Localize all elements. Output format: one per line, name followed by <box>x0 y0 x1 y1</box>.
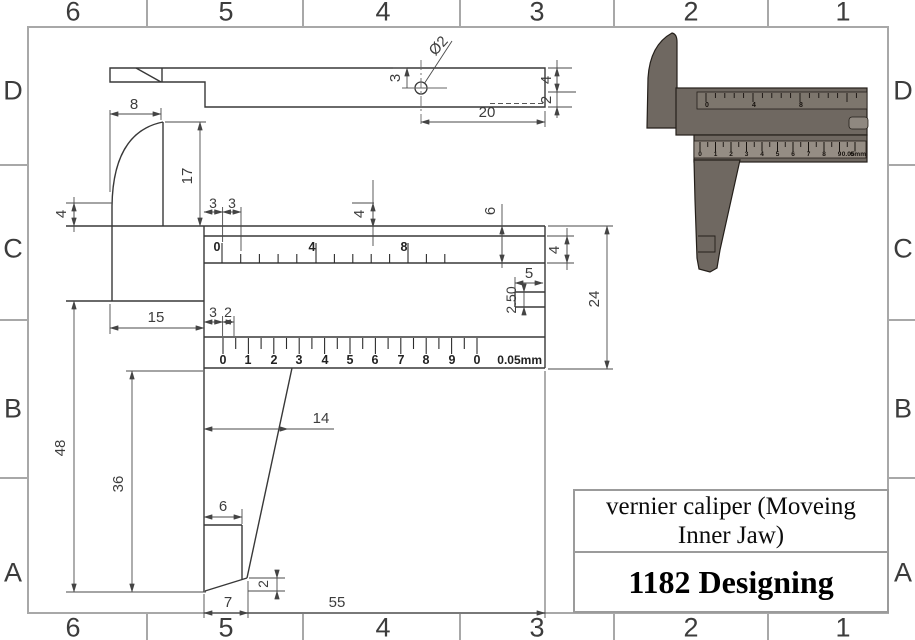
zone-row-label: B <box>3 393 23 424</box>
zone-column-label: 2 <box>683 0 699 27</box>
title-block-part-name: vernier caliper (Moveing Inner Jaw) <box>573 489 889 553</box>
shaded-caliper-view: 0 4 8 0 1 2 3 4 5 6 7 8 9 0 0.05mm <box>646 32 869 273</box>
hole-centerlines <box>402 60 447 127</box>
top-view-dimensions <box>393 40 576 127</box>
zone-column-label: 4 <box>375 0 391 27</box>
designer-name: 1182 Designing <box>628 563 834 600</box>
shaded-vernier-label: 8 <box>822 151 826 158</box>
shaded-vernier-label: 1 <box>714 151 718 158</box>
dim-body-width: 15 <box>148 309 165 326</box>
dim-groove-depth: 4 <box>351 210 368 218</box>
vernier-label: 3 <box>296 353 303 367</box>
zone-column-label: 2 <box>683 612 699 640</box>
dim-notch-width: 5 <box>525 265 533 282</box>
vernier-label: 4 <box>322 353 329 367</box>
vernier-label: 0 <box>220 353 227 367</box>
vernier-label: 1 <box>245 353 252 367</box>
dim-beam-height: 6 <box>482 207 499 215</box>
zone-row-label: B <box>893 393 913 424</box>
dim-jaw-height: 17 <box>179 168 196 185</box>
zone-column-label: 3 <box>529 612 545 640</box>
shaded-vernier-label: 4 <box>760 151 764 158</box>
shaded-vernier-label: 2 <box>729 151 733 158</box>
shaded-upper-ticks <box>705 93 857 102</box>
dim-tip-height: 2 <box>255 580 271 588</box>
main-scale-label: 8 <box>401 240 408 254</box>
zone-row-label: C <box>3 233 23 264</box>
dim-jaw-width: 8 <box>130 96 138 113</box>
shaded-vernier-ticks <box>699 142 856 152</box>
dim-offset-a: 3 <box>209 195 217 211</box>
dim-voffset-b: 2 <box>224 304 232 320</box>
vernier-label: 9 <box>449 353 456 367</box>
zone-column-label: 5 <box>218 612 234 640</box>
zone-row-label: C <box>893 233 913 264</box>
part-title-line2: Inner Jaw) <box>677 522 785 549</box>
dim-notch-height: 2.50 <box>503 286 519 313</box>
zone-row-label: D <box>893 75 913 106</box>
front-view: 0 4 8 0 1 2 3 4 5 6 7 8 9 0 0.05mm <box>52 96 613 618</box>
zone-row-label: A <box>3 557 23 588</box>
shaded-scale-label: 0 <box>705 102 709 109</box>
caliper-slot <box>848 116 869 130</box>
dim-step-height: 4 <box>53 210 70 218</box>
zone-column-label: 4 <box>375 612 391 640</box>
dim-thickness-b: 2 <box>538 96 555 104</box>
shaded-vernier-label: 3 <box>745 151 749 158</box>
title-block-designer: 1182 Designing <box>573 551 889 613</box>
dim-total-height: 24 <box>586 291 603 308</box>
caliper-vernier-strip <box>693 140 867 159</box>
part-title-line1: vernier caliper (Moveing <box>606 493 856 520</box>
vernier-label: 7 <box>398 353 405 367</box>
main-scale-label: 0 <box>214 240 221 254</box>
zone-column-label: 1 <box>835 0 851 27</box>
vernier-label: 0 <box>474 353 481 367</box>
shaded-vernier-label: 0 <box>698 151 702 158</box>
shaded-vernier-label: 6 <box>791 151 795 158</box>
top-view: Ø2 3 20 4 2 <box>109 33 576 127</box>
shaded-scale-label: 8 <box>799 102 803 109</box>
shaded-vernier-unit: 0.05mm <box>842 151 866 158</box>
dim-thickness-a: 4 <box>538 76 555 84</box>
dim-overall-length: 55 <box>329 594 346 611</box>
shaded-vernier-label: 5 <box>776 151 780 158</box>
vernier-label: 6 <box>372 353 379 367</box>
dim-hole-to-end: 20 <box>479 104 496 121</box>
shaded-vernier-label: 7 <box>807 151 811 158</box>
main-scale-label: 4 <box>309 240 316 254</box>
dim-overall-height: 48 <box>52 440 69 457</box>
dim-voffset-a: 3 <box>209 304 217 320</box>
vernier-scale-ticks <box>222 338 478 354</box>
vernier-label: 5 <box>347 353 354 367</box>
vernier-label: 2 <box>271 353 278 367</box>
caliper-horn <box>646 32 678 129</box>
zone-row-label: D <box>3 75 23 106</box>
zone-column-label: 6 <box>65 612 81 640</box>
zone-column-label: 3 <box>529 0 545 27</box>
dim-hole-dia: Ø2 <box>426 33 452 59</box>
zone-column-label: 5 <box>218 0 234 27</box>
vernier-label: 8 <box>423 353 430 367</box>
dim-tip-width: 7 <box>224 594 232 611</box>
shaded-vernier-label: 0 <box>850 151 854 158</box>
dim-jaw-taper: 14 <box>313 410 330 427</box>
shaded-scale-label: 4 <box>752 102 756 109</box>
caliper-jaw-notch <box>698 235 716 253</box>
zone-row-label: A <box>893 557 913 588</box>
dim-hole-offset: 3 <box>387 74 404 82</box>
vernier-unit-label: 0.05mm <box>497 353 542 367</box>
shaded-vernier-label: 9 <box>838 151 842 158</box>
main-scale-ticks <box>221 243 446 263</box>
zone-column-label: 1 <box>835 612 851 640</box>
caliper-upper-scale-strip <box>696 91 868 110</box>
caliper-lower-jaw <box>693 159 741 273</box>
dim-jaw-height-lower: 36 <box>110 476 127 493</box>
front-view-dimensions <box>66 108 613 618</box>
dim-offset-b: 3 <box>228 195 236 211</box>
dim-face-height: 4 <box>546 246 563 254</box>
zone-column-label: 6 <box>65 0 81 27</box>
dim-lower-notch: 6 <box>219 498 227 515</box>
